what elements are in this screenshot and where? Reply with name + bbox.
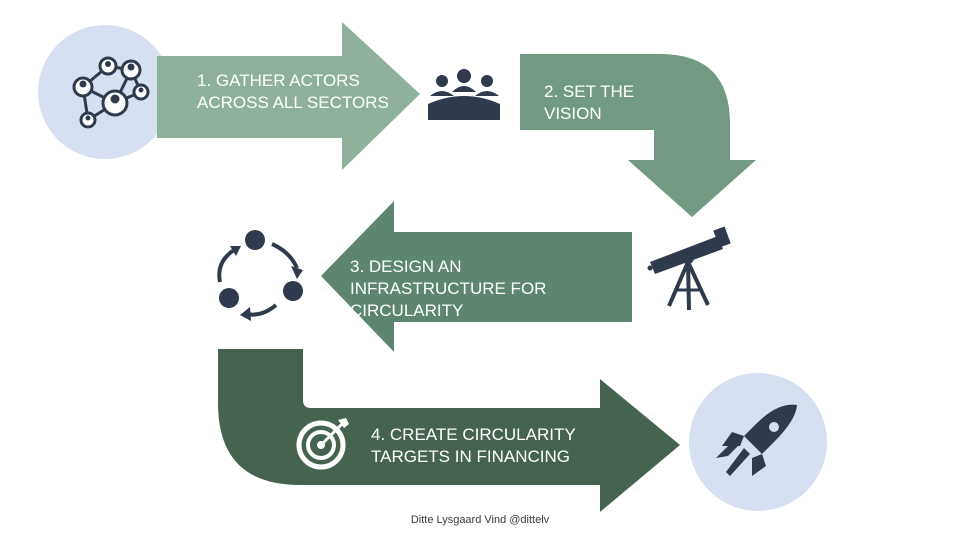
step4-arrow [218,349,680,512]
author-credit-text: Ditte Lysgaard Vind @dittelv [410,514,550,526]
author-credit: Ditte Lysgaard Vind @dittelv [0,514,960,526]
step3-label-line: CIRCULARITY [350,301,464,320]
step4-label-line: 4. CREATE CIRCULARITY [371,425,576,444]
target-icon [296,418,349,470]
team-meeting-icon [428,69,500,120]
step2-arrow [520,54,756,217]
step1-label: 1. GATHER ACTORS ACROSS ALL SECTORS [197,70,389,114]
step1-arrow [157,22,420,170]
telescope-icon [647,226,731,311]
step2-label: 2. SET THE VISION [544,81,634,125]
step2-label-line: 2. SET THE [544,82,635,101]
step1-label-line: 1. GATHER ACTORS [197,71,360,90]
step4-label: 4. CREATE CIRCULARITY TARGETS IN FINANCI… [371,424,576,468]
step3-label: 3. DESIGN AN INFRASTRUCTURE FOR CIRCULAR… [350,256,546,322]
network-icon-circle [38,25,172,159]
step3-label-line: 3. DESIGN AN [350,257,462,276]
step4-label-line: TARGETS IN FINANCING [371,447,570,466]
cycle-icon [217,230,303,321]
step3-label-line: INFRASTRUCTURE FOR [350,279,547,298]
step2-label-line: VISION [544,104,602,123]
rocket-icon [716,404,797,476]
network-people-heads [79,61,144,121]
step1-label-line: ACROSS ALL SECTORS [197,93,389,112]
step3-arrow [321,201,632,352]
